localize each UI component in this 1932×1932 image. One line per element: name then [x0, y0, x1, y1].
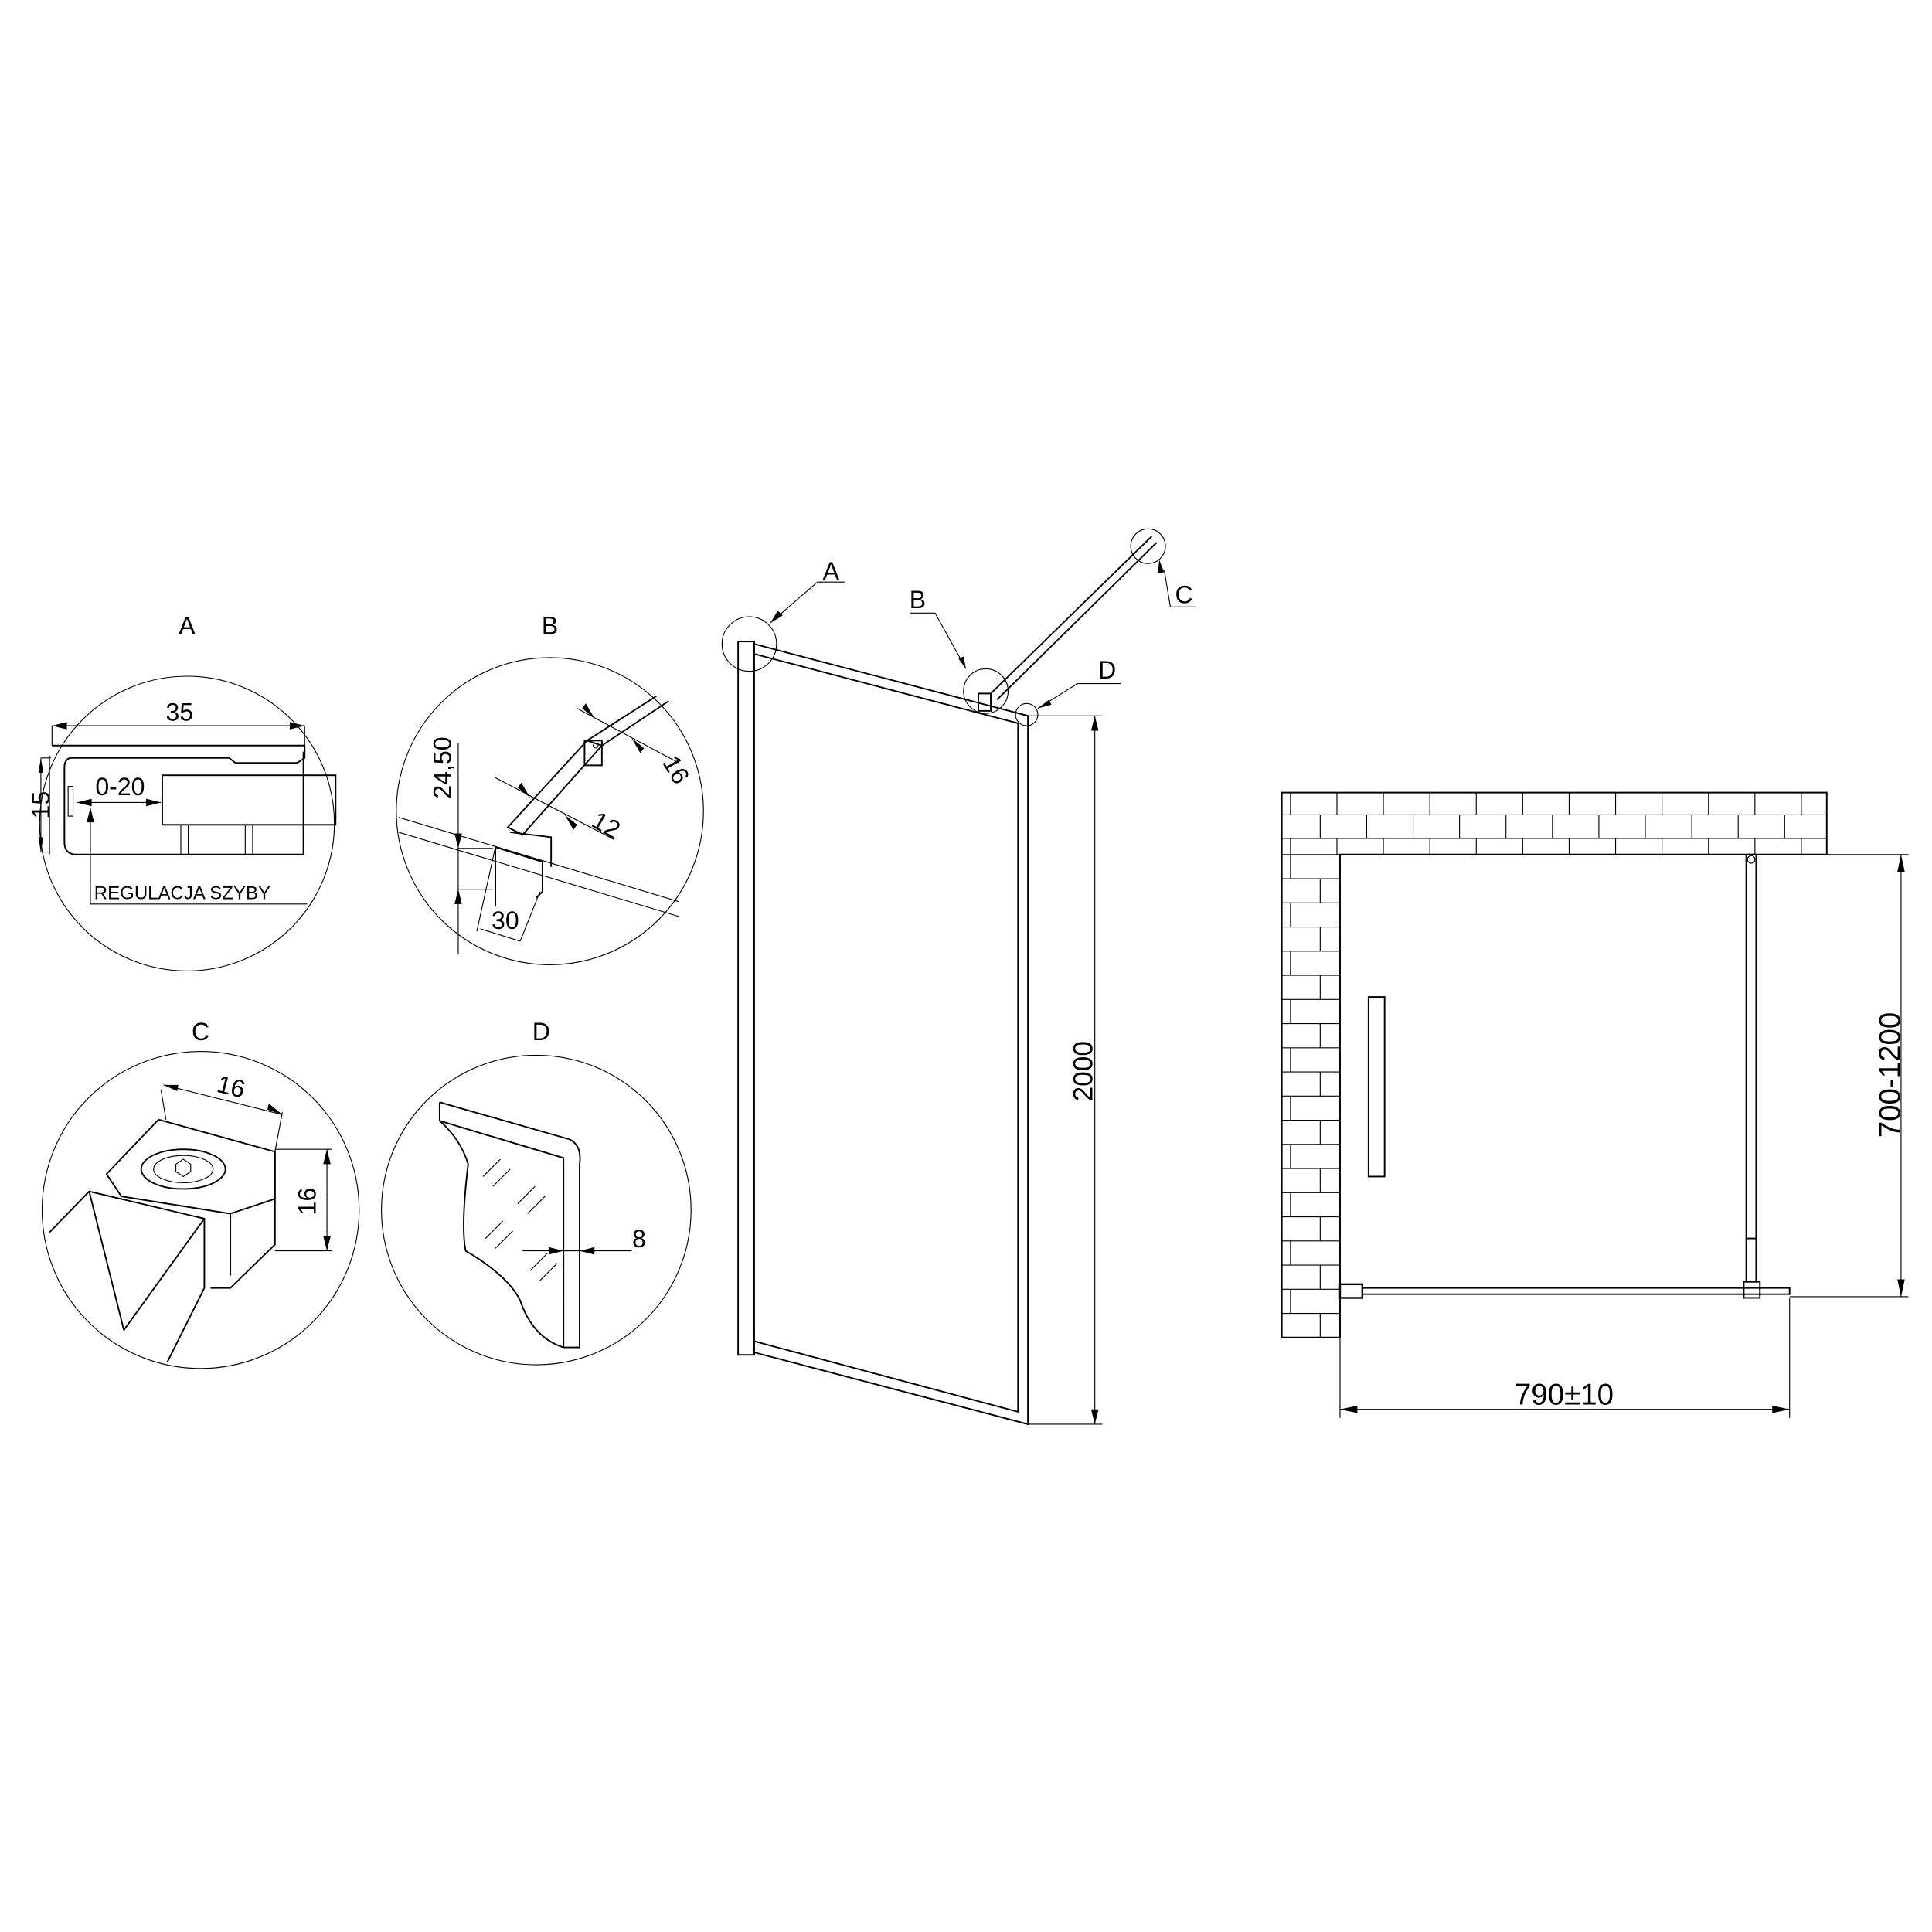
dim-b-bar-inner: 12: [587, 806, 625, 844]
detail-d: D 8: [381, 1018, 692, 1366]
dim-height: 2000: [1068, 1041, 1098, 1101]
detail-c: C 16 16: [41, 1018, 360, 1369]
callout-c: [1130, 528, 1166, 564]
detail-c-label: C: [192, 1018, 209, 1046]
detail-b: B 24,50 16 12 30: [396, 612, 704, 965]
dim-c-width: 16: [214, 1070, 247, 1104]
detail-a-circle: [39, 675, 335, 971]
dim-depth: 700-1200: [1873, 1012, 1906, 1138]
detail-b-label: B: [542, 612, 558, 640]
callout-b-label: B: [910, 586, 926, 614]
wall-profile: [737, 641, 755, 1356]
detail-d-label: D: [532, 1018, 550, 1046]
detail-a: A 35 15 0-20 REGULACJA SZYBY: [27, 612, 337, 971]
callout-c-label: C: [1175, 580, 1192, 608]
detail-c-circle: [41, 1051, 360, 1369]
dim-a-height: 15: [27, 791, 55, 819]
callout-a-label: A: [823, 557, 840, 585]
dim-d-glass: 8: [632, 1225, 646, 1253]
callout-d: [1015, 702, 1039, 726]
dim-b-bar-outer: 16: [657, 751, 695, 789]
dim-a-width: 35: [166, 699, 194, 726]
dim-c-height: 16: [294, 1188, 321, 1216]
callout-b: [963, 668, 1009, 714]
callout-d-label: D: [1098, 656, 1116, 684]
detail-d-circle: [381, 1054, 692, 1366]
plan-view: 700-1200 790±10: [1281, 791, 1909, 1418]
callout-a: [721, 616, 777, 672]
detail-a-label: A: [179, 612, 196, 640]
dim-width: 790±10: [1515, 1378, 1614, 1411]
brick-wall: [1281, 792, 1827, 1338]
note-glass-adjustment: REGULACJA SZYBY: [94, 883, 270, 903]
elevation-view: A B C D 2000: [721, 528, 1196, 1426]
dim-b-bracket: 30: [492, 906, 519, 934]
dim-a-adjust: 0-20: [95, 773, 145, 801]
dim-b-height: 24,50: [428, 736, 456, 798]
detail-b-circle: [396, 657, 704, 965]
door-handle: [1367, 996, 1386, 1178]
